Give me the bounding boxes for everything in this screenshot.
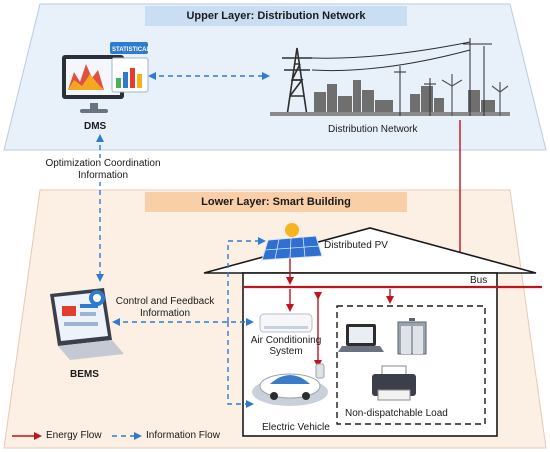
bus-label: Bus	[470, 275, 488, 286]
elevator-icon	[397, 318, 427, 355]
lower-layer-title-box	[145, 192, 407, 212]
upper-layer-title-box	[145, 6, 407, 26]
air-conditioning-label-line1: Air Conditioning	[250, 335, 322, 346]
optimization-label-line1: Optimization Coordination	[30, 158, 176, 170]
optimization-label-line2: Information	[30, 170, 176, 182]
dms-label: DMS	[84, 121, 107, 132]
transmission-lines	[311, 38, 492, 116]
control-feedback-label-line1: Control and Feedback	[115, 296, 215, 307]
monitor-chart-icon	[62, 42, 149, 113]
non-dispatchable-load-label: Non-dispatchable Load	[345, 408, 448, 419]
air-conditioner-icon	[259, 313, 313, 333]
laptop-icon	[50, 288, 124, 360]
upper-layer-title: Upper Layer: Distribution Network	[186, 10, 366, 22]
wind-turbine-icon	[441, 74, 509, 116]
printer-icon	[372, 365, 416, 401]
control-feedback-label-line2: Information	[139, 308, 191, 319]
solar-panel-icon	[261, 223, 323, 261]
legend-energy-flow-label: Energy Flow	[46, 430, 102, 441]
bems-to-ev-info-line	[227, 322, 254, 408]
bems-label: BEMS	[70, 369, 99, 380]
air-conditioning-label-line2: System	[269, 346, 303, 357]
electric-vehicle-label: Electric Vehicle	[262, 422, 330, 433]
distribution-network-label: Distribution Network	[328, 124, 418, 135]
electric-car-icon	[252, 363, 328, 406]
power-tower-icon	[282, 47, 312, 117]
lower-layer-title: Lower Layer: Smart Building	[201, 196, 351, 208]
notebook-computer-icon	[338, 324, 384, 352]
statistical-badge: STATISTICAL	[112, 47, 151, 53]
distributed-pv-label: Distributed PV	[324, 240, 388, 251]
house-outline	[203, 227, 537, 437]
legend-information-flow-label: Information Flow	[146, 430, 220, 441]
bems-to-pv-info-line	[227, 237, 266, 322]
non-dispatchable-box	[336, 305, 486, 425]
